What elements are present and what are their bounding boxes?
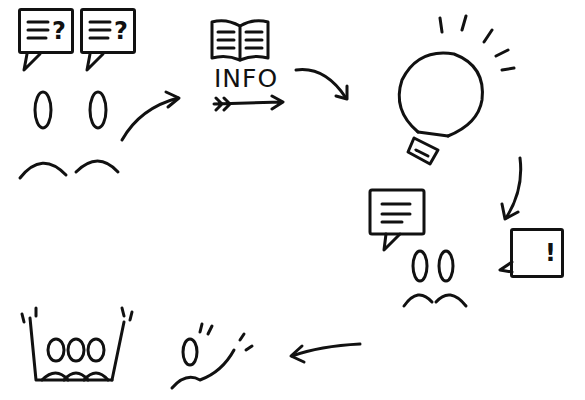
crowd-head	[88, 339, 104, 361]
arrow-head	[336, 86, 347, 99]
crowd-arm	[30, 318, 112, 380]
bubble-lines	[90, 22, 110, 38]
arrow-head	[502, 204, 518, 219]
bubble-lines	[382, 204, 410, 222]
person-arm	[172, 350, 234, 388]
person-head	[35, 92, 51, 128]
person-shoulders	[20, 163, 66, 178]
bubble-lines	[28, 22, 48, 38]
info-arrow	[214, 96, 283, 110]
bubble-tail	[87, 54, 103, 70]
crowd-head	[48, 339, 64, 361]
lightbulb-neck	[418, 132, 448, 136]
arrow-head	[166, 92, 179, 107]
person-head	[413, 251, 427, 281]
arrow-head	[291, 346, 304, 362]
person-head	[90, 92, 106, 128]
book-label: INFO	[214, 64, 278, 93]
person-head	[183, 339, 197, 365]
bubble-text: ?	[114, 19, 128, 43]
lightbulb	[399, 53, 482, 136]
speech-bubble: ?	[18, 8, 74, 54]
person-shoulders	[76, 161, 118, 172]
flow-arrow	[296, 70, 346, 98]
crowd-shoulders	[42, 373, 108, 380]
speech-bubble: !	[510, 228, 564, 278]
bubble-tail	[384, 234, 400, 250]
speech-bubble	[370, 190, 424, 234]
crowd-head	[68, 339, 84, 361]
bubble-text: !	[545, 241, 556, 265]
motion-marks	[22, 308, 132, 322]
person-shoulders	[404, 295, 432, 306]
bubble-text: ?	[52, 19, 66, 43]
crowd-arm	[112, 322, 124, 380]
motion-marks	[200, 324, 252, 350]
lightbulb-base	[416, 150, 428, 156]
lightbulb-base	[408, 138, 438, 164]
book-icon	[212, 21, 268, 60]
light-rays	[440, 16, 514, 70]
person-shoulders	[436, 295, 466, 306]
speech-bubble: ?	[80, 8, 136, 54]
bubble-tail	[24, 54, 40, 70]
book-lines	[218, 26, 262, 60]
person-head	[439, 251, 453, 281]
flow-arrow	[506, 158, 521, 218]
